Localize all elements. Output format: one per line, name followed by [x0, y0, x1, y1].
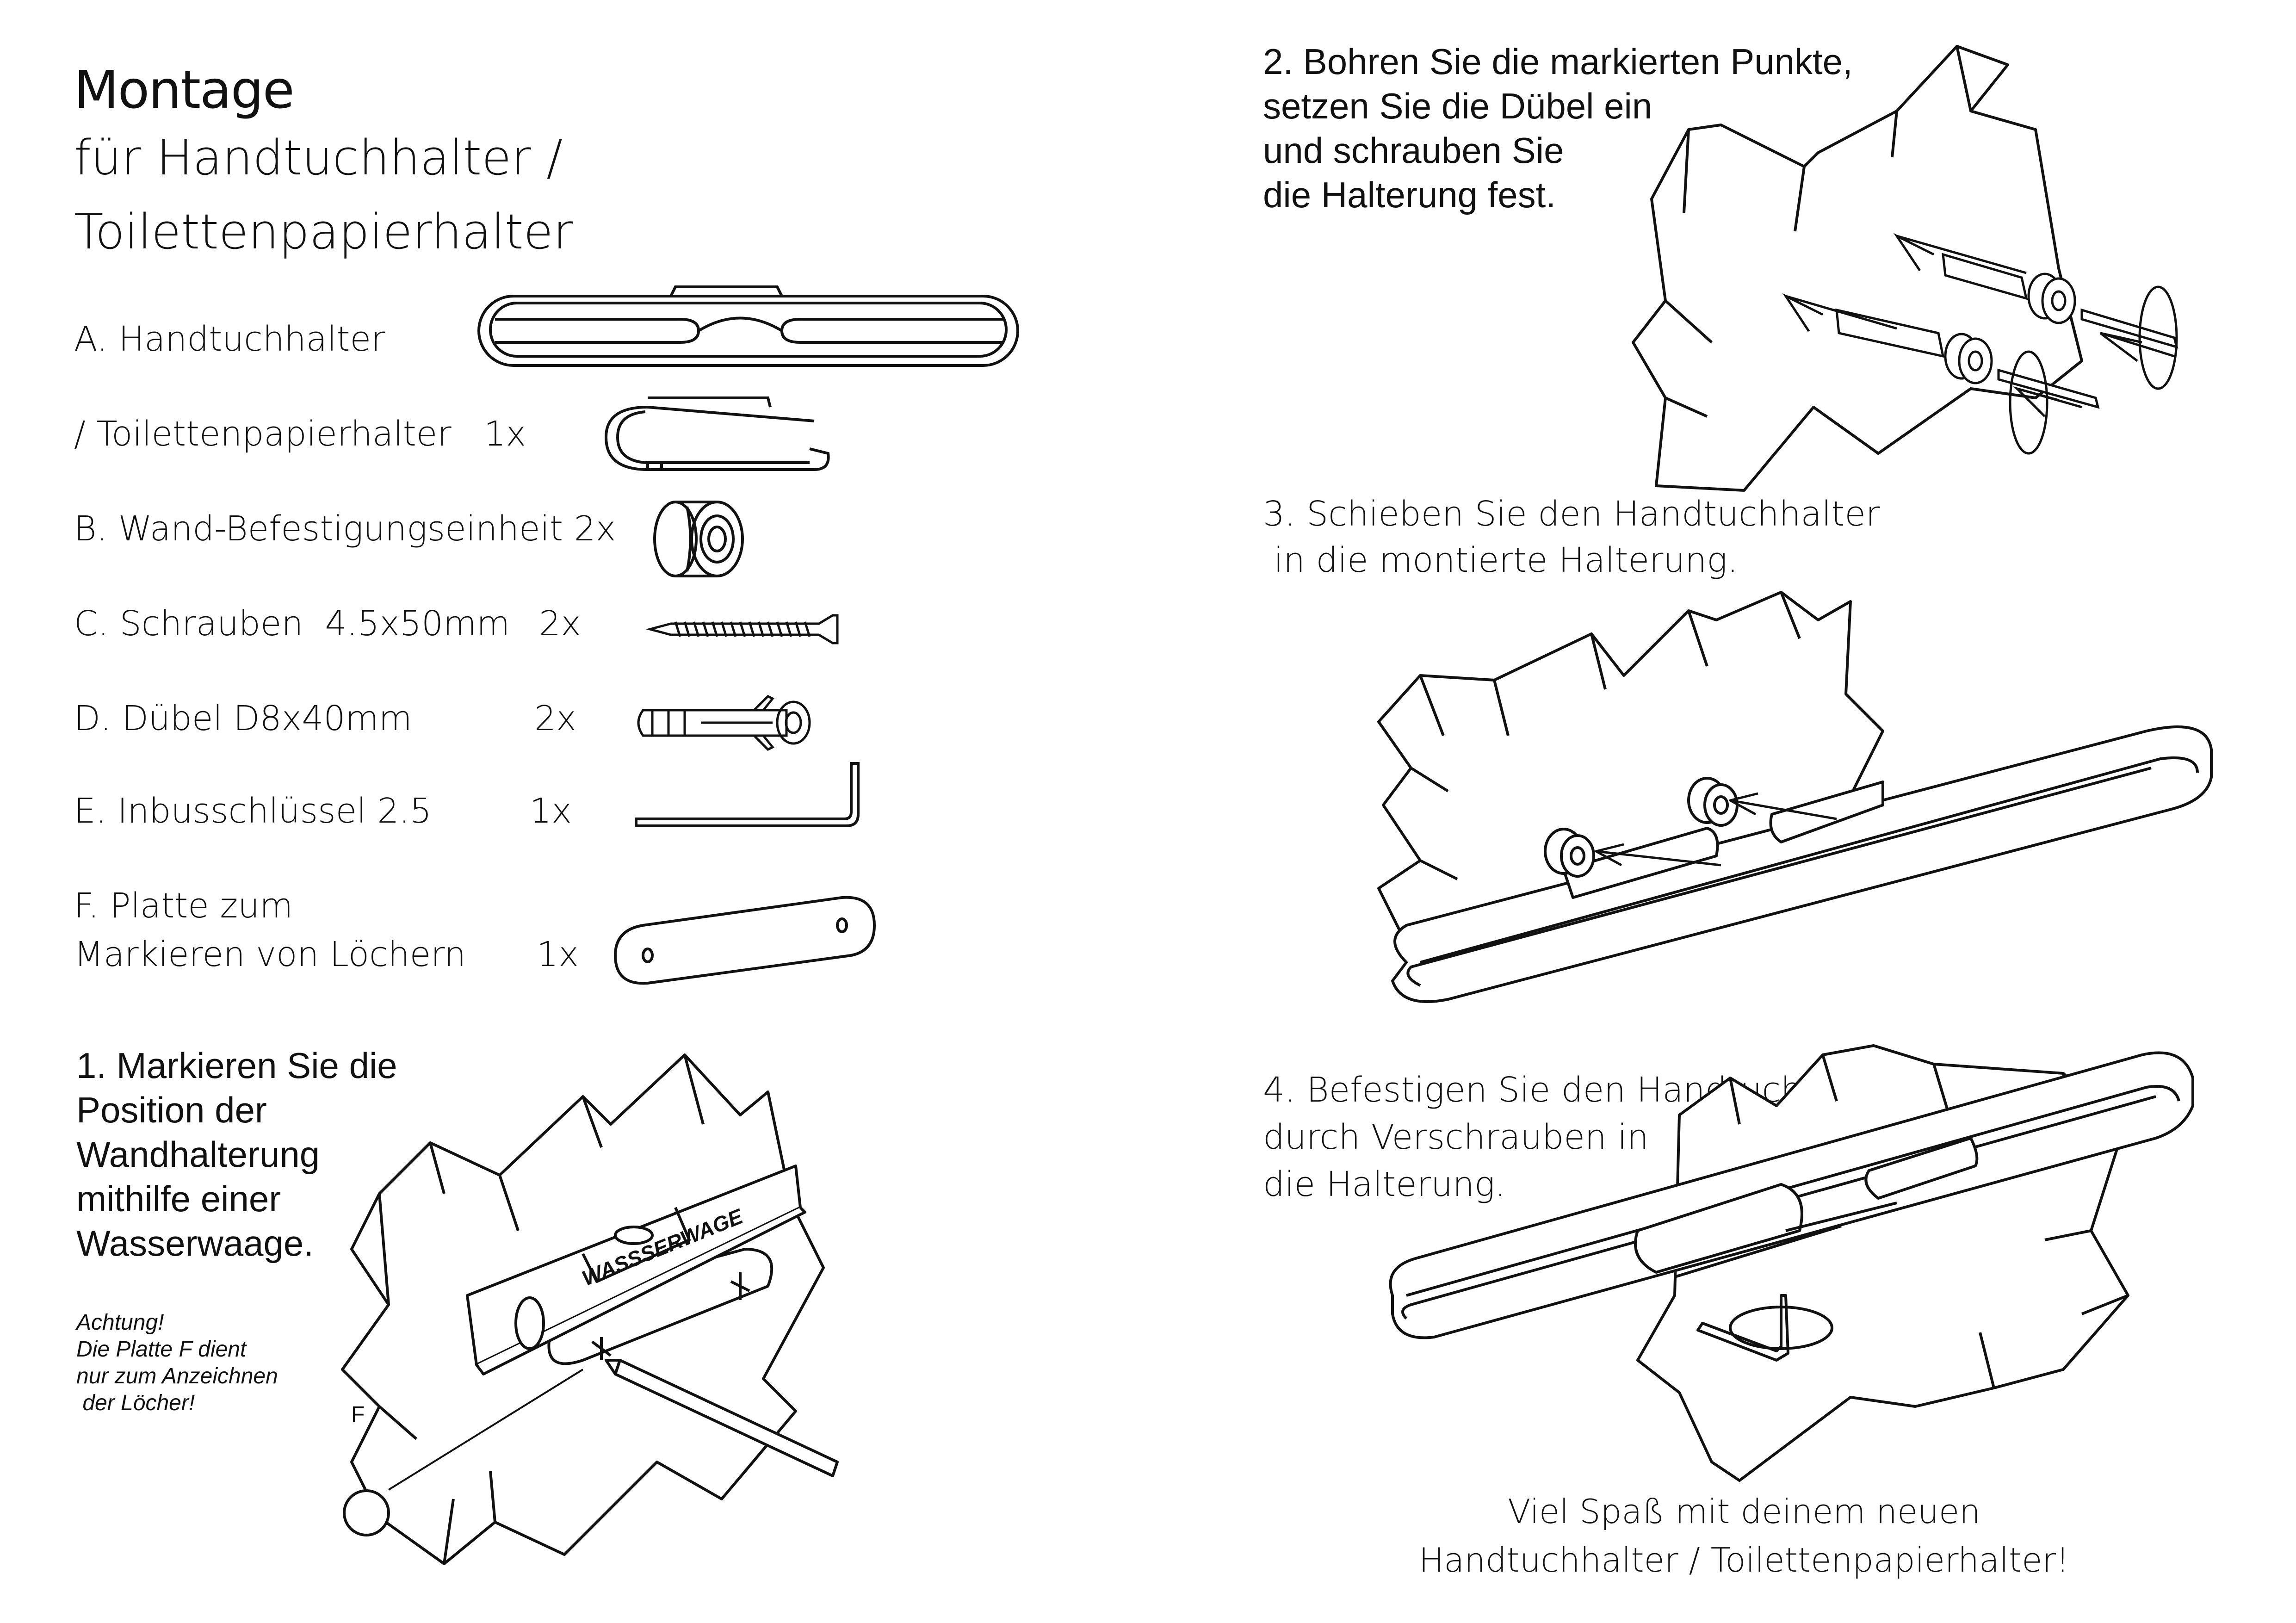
step2-line: die Halterung fest. — [1263, 174, 1556, 215]
step2-illustration — [1619, 37, 2221, 500]
towel-holder-icon — [477, 278, 1022, 384]
step1-note-line: Die Platte F dient — [76, 1337, 247, 1362]
part-c-label: C. Schrauben 4.5x50mm — [74, 604, 510, 644]
step3-line: 3. Schieben Sie den Handtuchhalter — [1263, 494, 1880, 534]
step1-note-line: nur zum Anzeichnen — [76, 1364, 278, 1388]
step3-line: in die montierte Halterung. — [1263, 540, 1739, 580]
part-f-label-line1: F. Platte zum — [74, 886, 293, 926]
towel-holder — [1392, 727, 2211, 1002]
step2-line: setzen Sie die Dübel ein — [1263, 86, 1652, 126]
step1-line: Wasserwaage. — [76, 1223, 314, 1264]
part-f-label-line2: Markieren von Löchern — [74, 935, 466, 974]
step3-illustration — [1365, 583, 2221, 1046]
callout-label: F — [351, 1402, 365, 1427]
part-e-qty: 1x — [530, 791, 572, 831]
part-b-label: B. Wand-Befestigungseinheit 2x — [74, 509, 616, 549]
part-a-label: A. Handtuchhalter — [74, 319, 385, 359]
part-f-qty: 1x — [537, 935, 579, 974]
step4-line: durch Verschrauben in — [1263, 1117, 1649, 1157]
step1-note-line: der Löcher! — [76, 1391, 195, 1415]
step2-line: und schrauben Sie — [1263, 130, 1564, 171]
callout-circle — [344, 1491, 389, 1535]
screw-icon — [648, 611, 842, 648]
wall-mount-unit-icon — [648, 497, 759, 581]
step1-illustration — [324, 1009, 925, 1578]
step1-note-line: Achtung! — [76, 1310, 164, 1335]
part-c-qty: 2x — [539, 604, 581, 644]
marking-plate-icon — [611, 891, 879, 992]
step4-line: die Halterung. — [1263, 1165, 1506, 1204]
part-d-qty: 2x — [534, 699, 576, 738]
closing-line2: Handtuchhalter / Toilettenpapierhalter! — [1418, 1541, 2069, 1580]
closing-line1: Viel Spaß mit deinem neuen — [1508, 1492, 1980, 1531]
part-e-label: E. Inbusschlüssel 2.5 — [74, 791, 432, 831]
part-d-label: D. Dübel D8x40mm — [74, 699, 412, 738]
step1-line: Position der — [76, 1090, 267, 1130]
toilet-paper-holder-icon — [597, 393, 833, 481]
step2-line: 2. Bohren Sie die markierten Punkte, — [1263, 41, 1853, 82]
step1-line: mithilfe einer — [76, 1178, 281, 1219]
part-a2-label: / Toilettenpapierhalter 1x — [74, 414, 526, 454]
wall-plug-icon — [634, 689, 828, 754]
hex-key-icon — [634, 759, 874, 833]
page-title: Montage — [74, 60, 295, 120]
step1-text: 1. Markieren Sie die — [76, 1043, 397, 1088]
step1-line: Markieren Sie die — [116, 1045, 397, 1086]
step1-number: 1. — [76, 1045, 117, 1086]
page-subtitle-line2: Toilettenpapierhalter — [74, 204, 573, 260]
step1-line: Wandhalterung — [76, 1134, 320, 1175]
wall-section — [1633, 46, 2082, 490]
step4-illustration — [1379, 1036, 2211, 1490]
page-subtitle-line1: für Handtuchhalter / — [74, 130, 563, 186]
